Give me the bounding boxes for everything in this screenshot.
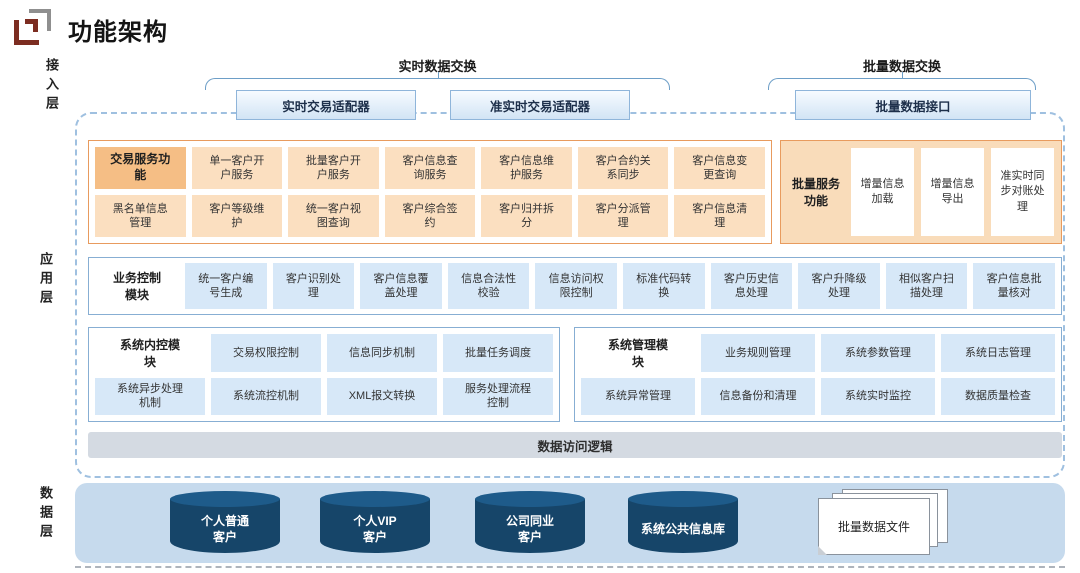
module-cell: 业务规则管理 xyxy=(701,334,815,372)
transaction-services-panel: 交易服务功能 单一客户开户服务 批量客户开户服务 客户信息查询服务 客户信息维护… xyxy=(88,140,772,244)
module-cell: 数据质量检查 xyxy=(941,377,1055,415)
service-cell: 客户分派管理 xyxy=(577,195,669,237)
module-cell: 系统异步处理机制 xyxy=(95,377,205,415)
service-cell: 统一客户视图查询 xyxy=(288,195,379,237)
service-cell: 客户信息变更查询 xyxy=(674,147,765,189)
module-cell: 系统流控机制 xyxy=(211,377,321,415)
control-cell: 客户信息批量核对 xyxy=(973,263,1055,309)
cylinder-body: 个人普通客户 xyxy=(170,499,280,553)
control-cell: 统一客户编号生成 xyxy=(185,263,267,309)
quasi-realtime-adapter-box: 准实时交易适配器 xyxy=(450,90,630,120)
cylinder-top xyxy=(628,491,738,507)
batch-file-label: 批量数据文件 xyxy=(837,520,910,534)
database-label: 个人VIP客户 xyxy=(353,514,397,544)
control-cell: 标准代码转换 xyxy=(622,263,705,309)
bottom-dashed-divider xyxy=(75,566,1065,568)
module-cell: 系统日志管理 xyxy=(941,334,1055,372)
cylinder-top xyxy=(475,491,585,507)
module-cell: 系统实时监控 xyxy=(821,377,935,415)
service-cell: 黑名单信息管理 xyxy=(95,195,186,237)
module-cell: 服务处理流程控制 xyxy=(443,377,553,415)
realtime-exchange-label: 实时数据交换 xyxy=(398,59,477,74)
layer-label-access: 接入层 xyxy=(44,58,59,115)
service-cell: 客户综合签约 xyxy=(384,195,476,237)
realtime-adapter-box: 实时交易适配器 xyxy=(236,90,416,120)
control-cell: 相似客户扫描处理 xyxy=(885,263,968,309)
module-cell: 批量任务调度 xyxy=(443,334,553,372)
file-page-front: 批量数据文件 xyxy=(818,498,930,555)
batch-service-cell: 增量信息导出 xyxy=(921,148,984,236)
module-cell: XML报文转换 xyxy=(327,377,437,415)
batch-service-cell: 准实时同步对账处理 xyxy=(991,148,1054,236)
module-cell: 信息备份和清理 xyxy=(701,377,815,415)
database-cylinder: 系统公共信息库 xyxy=(628,491,738,555)
database-cylinder: 个人普通客户 xyxy=(170,491,280,555)
database-label: 系统公共信息库 xyxy=(640,522,725,537)
module-cell: 交易权限控制 xyxy=(211,334,321,372)
batch-interface-box: 批量数据接口 xyxy=(795,90,1031,120)
service-cell: 批量客户开户服务 xyxy=(288,147,379,189)
cylinder-body: 个人VIP客户 xyxy=(320,499,430,553)
transaction-services-header: 交易服务功能 xyxy=(95,147,186,189)
system-management-header: 系统管理模块 xyxy=(607,337,668,369)
module-cell: 系统参数管理 xyxy=(821,334,935,372)
cylinder-body: 系统公共信息库 xyxy=(628,499,738,553)
control-cell: 客户升降级处理 xyxy=(798,263,880,309)
internal-control-header: 系统内控模块 xyxy=(119,337,180,369)
service-cell: 客户信息查询服务 xyxy=(384,147,476,189)
control-cell: 客户信息覆盖处理 xyxy=(360,263,442,309)
module-cell: 信息同步机制 xyxy=(327,334,437,372)
service-cell: 客户信息清理 xyxy=(674,195,765,237)
service-cell: 客户合约关系同步 xyxy=(577,147,669,189)
database-cylinder: 公司同业客户 xyxy=(475,491,585,555)
service-cell: 单一客户开户服务 xyxy=(191,147,283,189)
system-management-panel: 系统管理模块 业务规则管理 系统参数管理 系统日志管理 系统异常管理 信息备份和… xyxy=(574,327,1062,422)
business-control-header: 业务控制模块 xyxy=(112,271,161,302)
layer-label-data: 数据层 xyxy=(38,486,53,543)
database-label: 公司同业客户 xyxy=(505,514,554,544)
logo-icon xyxy=(14,8,54,48)
page-title: 功能架构 xyxy=(68,19,168,46)
cylinder-body: 公司同业客户 xyxy=(475,499,585,553)
batch-services-header: 批量服务功能 xyxy=(791,177,840,208)
batch-bracket xyxy=(768,72,1036,90)
logo-bracket-red-outer xyxy=(14,20,39,45)
internal-control-panel: 系统内控模块 交易权限控制 信息同步机制 批量任务调度 系统异步处理机制 系统流… xyxy=(88,327,560,422)
layer-label-application: 应用层 xyxy=(38,252,53,309)
database-cylinder: 个人VIP客户 xyxy=(320,491,430,555)
batch-exchange-label: 批量数据交换 xyxy=(862,59,941,74)
database-label: 个人普通客户 xyxy=(200,514,249,544)
service-cell: 客户归并拆分 xyxy=(481,195,572,237)
batch-services-panel: 批量服务功能 增量信息加载 增量信息导出 准实时同步对账处理 xyxy=(780,140,1062,244)
data-layer-panel: 个人普通客户 个人VIP客户 公司同业客户 系统公共信息库 批量数据文件 xyxy=(75,483,1065,563)
logo-bracket-gray xyxy=(29,9,51,31)
service-cell: 客户等级维护 xyxy=(191,195,283,237)
module-cell: 系统异常管理 xyxy=(581,377,695,415)
batch-file-stack-icon: 批量数据文件 xyxy=(818,489,958,557)
control-cell: 信息访问权限控制 xyxy=(535,263,617,309)
logo-bracket-red-inner xyxy=(25,19,38,32)
realtime-bracket xyxy=(205,72,670,90)
batch-service-cell: 增量信息加载 xyxy=(851,148,914,236)
data-access-bar: 数据访问逻辑 xyxy=(88,432,1062,458)
control-cell: 信息合法性校验 xyxy=(447,263,530,309)
business-control-panel: 业务控制模块 统一客户编号生成 客户识别处理 客户信息覆盖处理 信息合法性校验 … xyxy=(88,257,1062,315)
control-cell: 客户历史信息处理 xyxy=(710,263,793,309)
service-cell: 客户信息维护服务 xyxy=(481,147,572,189)
control-cell: 客户识别处理 xyxy=(272,263,355,309)
cylinder-top xyxy=(170,491,280,507)
cylinder-top xyxy=(320,491,430,507)
